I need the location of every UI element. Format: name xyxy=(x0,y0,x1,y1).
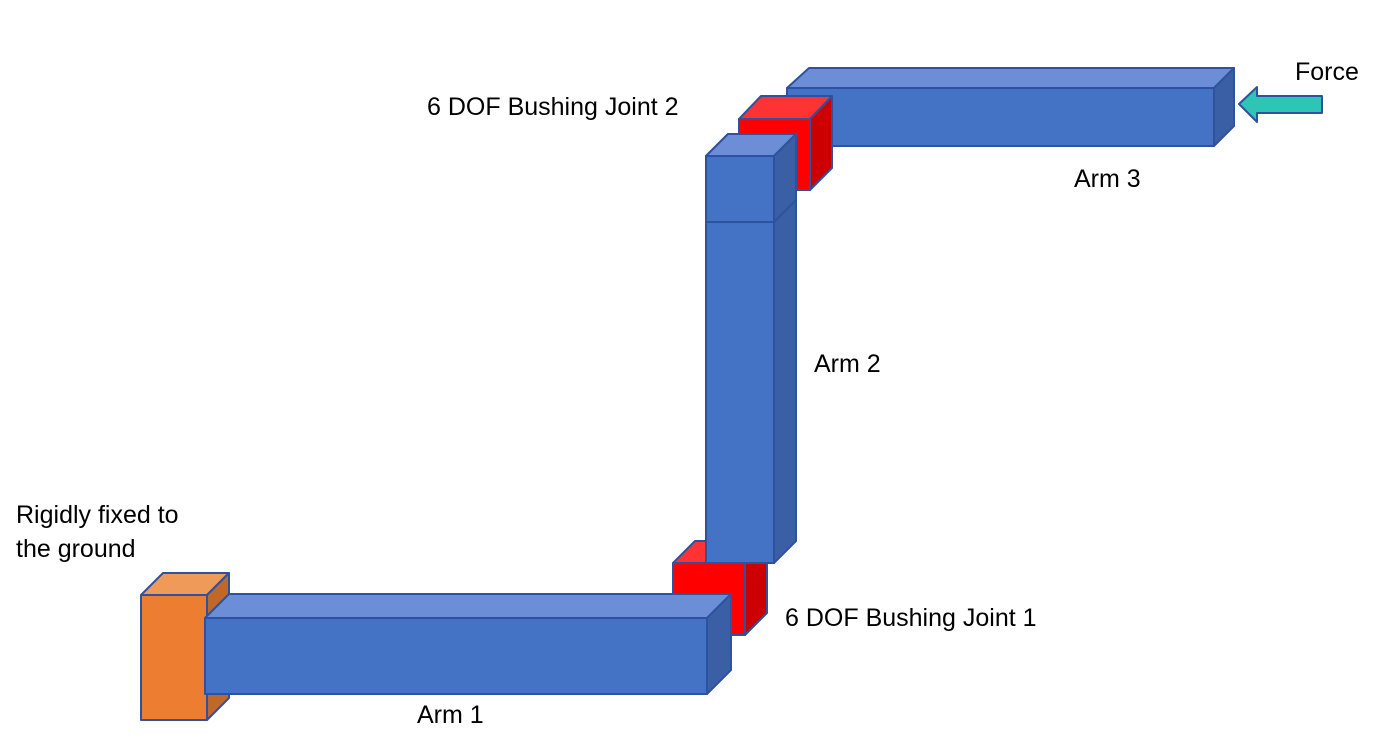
arm-1-label: Arm 1 xyxy=(417,701,484,729)
joint-2-label: 6 DOF Bushing Joint 2 xyxy=(427,93,679,121)
ground-label-line2: the ground xyxy=(16,535,136,563)
arm-3 xyxy=(786,67,1235,147)
arm-2-label: Arm 2 xyxy=(814,350,881,378)
ground-label-line1: Rigidly fixed to xyxy=(16,501,179,529)
arm-3-label: Arm 3 xyxy=(1074,165,1141,193)
force-arrow-icon xyxy=(1238,86,1323,123)
arm-1 xyxy=(204,593,732,695)
force-label: Force xyxy=(1295,58,1359,86)
joint-1-label: 6 DOF Bushing Joint 1 xyxy=(785,604,1037,632)
arm-2-top xyxy=(705,133,797,223)
